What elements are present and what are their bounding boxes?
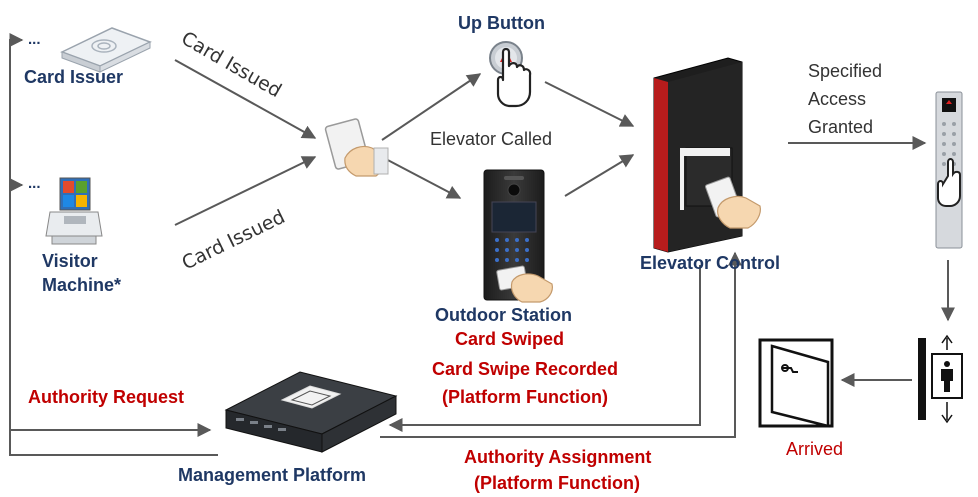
arrow-card-to-upbutton: [381, 73, 482, 141]
label-authority-assignment-1: Authority Assignment: [464, 447, 652, 467]
arrow-upbutton-to-control: [544, 81, 635, 127]
label-arrived: Arrived: [786, 439, 844, 459]
label-management-platform: Management Platform: [178, 465, 367, 485]
ellipsis-card-issuer: ...: [28, 31, 41, 48]
elevator-car-icon: [918, 334, 963, 424]
label-specified: Specified: [808, 61, 883, 81]
hand-card-icon: [324, 118, 389, 177]
elevator-floor-panel-icon: [935, 91, 963, 249]
arrow-issuer-to-card: [174, 59, 317, 139]
server-icon: [224, 371, 398, 453]
label-card-issuer: Card Issuer: [24, 67, 124, 87]
door-icon: [758, 338, 834, 428]
label-authority-request: Authority Request: [28, 387, 185, 407]
elevator-controller-icon: [653, 57, 761, 253]
arrow-outdoor-to-control: [564, 154, 635, 197]
label-visitor-machine-1: Visitor: [42, 251, 98, 271]
intercom-panel-icon: [483, 169, 553, 303]
kiosk-icon: [45, 177, 103, 245]
label-card-swiped: Card Swiped: [455, 329, 565, 349]
label-card-swipe-recorded-2: (Platform Function): [442, 387, 608, 407]
label-elevator-control: Elevator Control: [640, 253, 781, 273]
card-reader-icon: [60, 27, 152, 73]
arrow-card-to-outdoor: [381, 156, 462, 199]
elevator-up-button-icon: [489, 41, 532, 108]
arrow-record-to-platform: [388, 265, 701, 432]
label-up-button: Up Button: [458, 13, 545, 33]
label-granted: Granted: [808, 117, 874, 137]
label-authority-assignment-2: (Platform Function): [474, 473, 640, 493]
connector-arrows: [9, 33, 955, 456]
label-card-swipe-recorded-1: Card Swipe Recorded: [432, 359, 619, 379]
arrow-platform-to-issuer: [9, 33, 218, 456]
arrow-visitor-to-card: [174, 156, 317, 226]
label-access: Access: [808, 89, 867, 109]
label-elevator-called: Elevator Called: [430, 129, 553, 149]
label-outdoor-station: Outdoor Station: [435, 305, 572, 325]
ellipsis-visitor-machine: ...: [28, 175, 41, 192]
arrow-assignment-to-control: [380, 251, 742, 438]
label-visitor-machine-2: Machine*: [42, 275, 122, 295]
